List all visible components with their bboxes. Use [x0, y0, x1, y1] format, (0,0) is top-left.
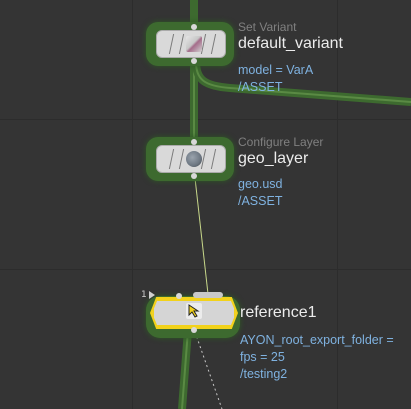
node-stripe: [210, 149, 217, 169]
layer-gear-icon: [186, 151, 202, 167]
node-info-line: /testing2: [240, 367, 288, 381]
node-name[interactable]: reference1: [240, 304, 317, 321]
set-variant-node[interactable]: [156, 30, 226, 58]
wire: [181, 329, 189, 409]
node-stripe: [168, 149, 175, 169]
node-name[interactable]: geo_layer: [238, 150, 309, 167]
grid-line: [132, 0, 133, 409]
input-port[interactable]: [176, 293, 182, 299]
input-port[interactable]: [191, 24, 197, 30]
wire: [194, 331, 223, 409]
node-info: geo.usd /ASSET: [238, 176, 282, 210]
output-port[interactable]: [191, 58, 197, 64]
node-stripe: [210, 34, 217, 54]
reference-arrow-icon: [186, 303, 202, 319]
wire: [194, 177, 209, 295]
node-stripe: [178, 34, 185, 54]
input-tab[interactable]: [193, 292, 223, 298]
wire: [195, 61, 411, 103]
node-type-label: Configure Layer: [238, 135, 324, 149]
node-info-line: AYON_root_export_folder =: [240, 333, 394, 347]
node-stripe: [178, 149, 185, 169]
input-port[interactable]: [191, 139, 197, 145]
grid-line: [337, 0, 338, 409]
output-port[interactable]: [191, 173, 197, 179]
node-info-line: /ASSET: [238, 194, 283, 208]
grid-line: [0, 119, 411, 120]
node-info-line: model = VarA: [238, 63, 314, 77]
node-info-line: /ASSET: [238, 80, 283, 94]
node-info-line: geo.usd: [238, 177, 283, 191]
node-type-label: Set Variant: [238, 20, 297, 34]
node-stripe: [168, 34, 175, 54]
node-info: model = VarA /ASSET: [238, 62, 313, 96]
node-info: AYON_root_export_folder = fps = 25 /test…: [240, 332, 394, 383]
node-name[interactable]: default_variant: [238, 35, 343, 52]
input-arrow-icon: [149, 291, 155, 299]
output-port[interactable]: [191, 327, 197, 333]
configure-layer-node[interactable]: [156, 145, 226, 173]
input-count: 1: [141, 290, 147, 300]
node-info-line: fps = 25: [240, 350, 285, 364]
variant-icon: [186, 36, 202, 52]
